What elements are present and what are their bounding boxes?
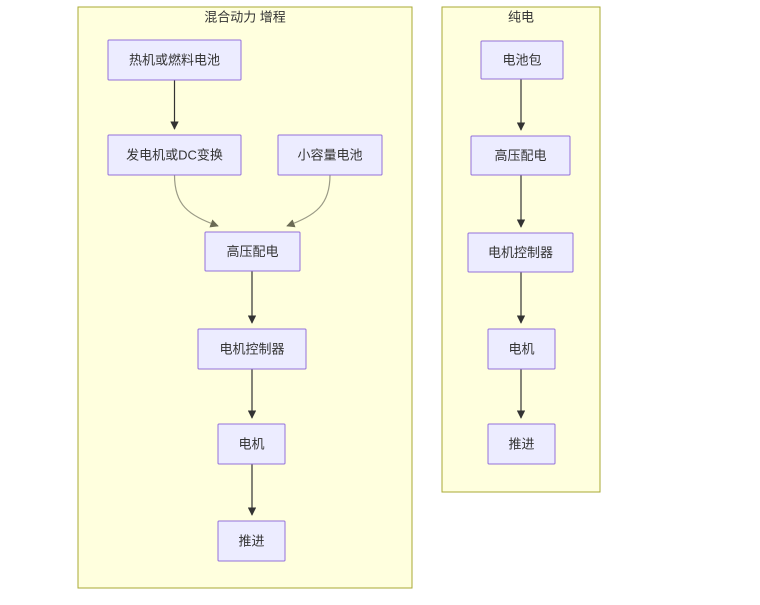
node-box-pe-motor[interactable]	[487, 328, 556, 370]
node-hv-generator[interactable]: 发电机或DC变换	[107, 134, 242, 176]
node-label-pe-motor: 电机	[508, 341, 534, 356]
cluster-box-hybrid	[77, 6, 413, 589]
cluster-layer: 混合动力 增程 纯电	[77, 6, 601, 589]
node-label-hv-motor: 电机	[238, 436, 264, 451]
node-pe-motor[interactable]: 电机	[487, 328, 556, 370]
node-box-hv-motor-ctrl[interactable]	[197, 328, 307, 370]
edge-layer	[170, 79, 526, 516]
node-hv-hv-dist[interactable]: 高压配电	[204, 231, 301, 272]
node-label-pe-battery-pack: 电池包	[502, 52, 541, 67]
node-pe-battery-pack[interactable]: 电池包	[480, 40, 564, 80]
edge-hv-small-batt-to-hv-hv-dist	[286, 174, 331, 228]
node-label-pe-hv-dist: 高压配电	[494, 148, 546, 163]
cluster-title-hybrid: 混合动力 增程	[204, 9, 286, 24]
edge-hv-generator-to-hv-hv-dist	[173, 174, 219, 228]
node-layer: 热机或燃料电池发电机或DC变换小容量电池高压配电电机控制器电机推进电池包高压配电…	[107, 39, 574, 562]
node-box-hv-heat-engine[interactable]	[107, 39, 242, 81]
node-label-hv-hv-dist: 高压配电	[226, 244, 278, 259]
node-label-pe-motor-ctrl: 电机控制器	[488, 245, 553, 260]
cluster-hybrid: 混合动力 增程	[77, 6, 413, 589]
node-hv-small-batt[interactable]: 小容量电池	[277, 134, 383, 176]
node-box-pe-hv-dist[interactable]	[470, 135, 571, 176]
node-hv-heat-engine[interactable]: 热机或燃料电池	[107, 39, 242, 81]
cluster-title-pure-electric: 纯电	[508, 9, 534, 24]
node-hv-propulsion[interactable]: 推进	[217, 520, 286, 562]
node-pe-hv-dist[interactable]: 高压配电	[470, 135, 571, 176]
node-box-hv-generator[interactable]	[107, 134, 242, 176]
node-box-pe-propulsion[interactable]	[487, 423, 556, 465]
node-label-hv-generator: 发电机或DC变换	[126, 147, 223, 162]
node-box-pe-motor-ctrl[interactable]	[467, 232, 574, 273]
node-label-pe-propulsion: 推进	[508, 436, 534, 451]
node-box-hv-propulsion[interactable]	[217, 520, 286, 562]
node-hv-motor-ctrl[interactable]: 电机控制器	[197, 328, 307, 370]
node-hv-motor[interactable]: 电机	[217, 423, 286, 465]
node-label-hv-motor-ctrl: 电机控制器	[219, 341, 284, 356]
node-box-pe-battery-pack[interactable]	[480, 40, 564, 80]
node-label-hv-heat-engine: 热机或燃料电池	[129, 52, 220, 67]
node-label-hv-small-batt: 小容量电池	[297, 147, 362, 162]
node-pe-motor-ctrl[interactable]: 电机控制器	[467, 232, 574, 273]
node-pe-propulsion[interactable]: 推进	[487, 423, 556, 465]
node-box-hv-hv-dist[interactable]	[204, 231, 301, 272]
node-label-hv-propulsion: 推进	[238, 533, 264, 548]
node-box-hv-motor[interactable]	[217, 423, 286, 465]
node-box-hv-small-batt[interactable]	[277, 134, 383, 176]
